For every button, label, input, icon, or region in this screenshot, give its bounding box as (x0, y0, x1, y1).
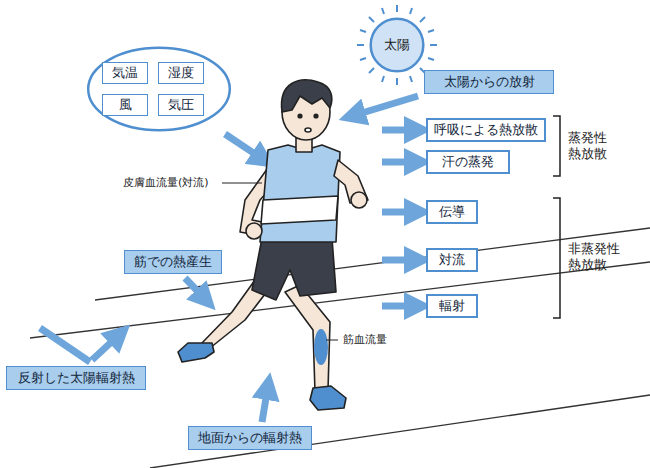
heat-source-box: 太陽からの放射 (424, 70, 554, 94)
runner (178, 80, 368, 410)
leader-line (326, 340, 338, 341)
track-lines (30, 228, 650, 468)
heat-loss-box: 呼吸による熱放散 (426, 118, 546, 142)
heat-source-box: 筋での熱産生 (124, 250, 222, 274)
node-text: 呼吸による熱放散 (434, 122, 538, 138)
brackets (553, 116, 560, 318)
flow-label: 筋血流量 (342, 333, 388, 346)
weather-oval-outline (86, 46, 232, 132)
weather-box: 風 (102, 94, 148, 116)
heat-loss-box: 伝導 (426, 200, 478, 224)
heat-loss-box: 汗の蒸発 (426, 150, 510, 174)
node-text: 風 (119, 97, 132, 113)
node-text: 太陽からの放射 (444, 74, 535, 90)
node-text: 太陽 (384, 37, 410, 53)
weather-box: 湿度 (158, 62, 204, 84)
node-text: 気圧 (168, 97, 194, 113)
heat-source-box: 反射した太陽輻射熱 (6, 366, 146, 390)
heat-source-box: 地面からの輻射熱 (188, 426, 312, 450)
bracket-label: 非蒸発性熱放散 (568, 241, 623, 272)
node-text: 地面からの輻射熱 (198, 430, 302, 446)
weather-box: 気圧 (158, 94, 204, 116)
node-text: 湿度 (168, 65, 194, 81)
flow-label: 皮膚血流量(対流) (122, 176, 210, 189)
heat-loss-box: 輻射 (426, 294, 478, 318)
node-text: 反射した太陽輻射熱 (18, 370, 135, 386)
sun-circle: 太陽 (369, 17, 425, 73)
node-text: 筋での熱産生 (134, 254, 212, 270)
node-text: 輻射 (439, 298, 465, 314)
node-text: 伝導 (439, 204, 465, 220)
node-text: 対流 (439, 252, 465, 268)
weather-box: 気温 (102, 62, 148, 84)
heat-loss-box: 対流 (426, 248, 478, 272)
weather-oval: 気温 湿度風 気圧 (86, 46, 232, 132)
bracket-label: 蒸発性熱放散 (568, 130, 610, 161)
leader-line (222, 183, 262, 184)
node-text: 気温 (112, 65, 138, 81)
incoming-ray (40, 328, 90, 362)
node-text: 汗の蒸発 (442, 154, 494, 170)
